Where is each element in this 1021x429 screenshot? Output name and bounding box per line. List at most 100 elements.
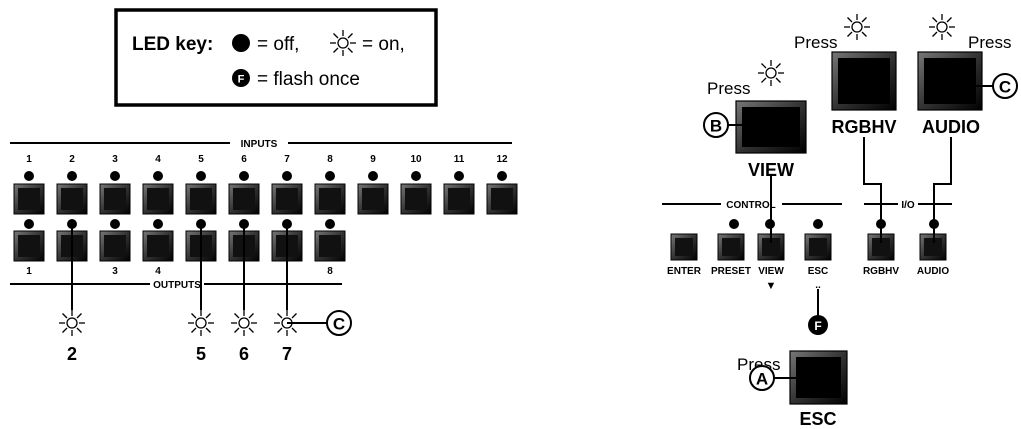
led-flash-icon [232, 69, 250, 87]
input-number: 1 [26, 154, 32, 165]
view-lit-icon [757, 59, 785, 87]
callout-a [749, 365, 775, 391]
audio-label: AUDIO [917, 266, 949, 277]
input-button[interactable] [190, 188, 212, 210]
output-led [325, 219, 335, 229]
output-led [110, 219, 120, 229]
output-number: 3 [112, 266, 118, 277]
callout-c-outputs [326, 310, 352, 336]
output-led [24, 219, 34, 229]
view-button[interactable] [742, 107, 800, 147]
output-lit-icon [230, 309, 258, 337]
led-off-icon [232, 34, 250, 52]
inputs-header: INPUTS [241, 139, 278, 150]
input-led [411, 171, 421, 181]
outputs-header: OUTPUTS [153, 280, 201, 291]
input-number: 3 [112, 154, 118, 165]
input-led [67, 171, 77, 181]
output-number: 1 [26, 266, 32, 277]
input-number: 4 [155, 154, 161, 165]
led-key-legend: LED key: = off, = on, F = flash once [114, 8, 438, 107]
output-number: 4 [155, 266, 161, 277]
callout-b [703, 112, 729, 138]
input-button[interactable] [104, 188, 126, 210]
input-button[interactable] [61, 188, 83, 210]
output-lit-icon [58, 309, 86, 337]
lit-output-number: 5 [196, 344, 206, 364]
preset-button[interactable] [722, 238, 740, 256]
audio-button[interactable] [924, 58, 976, 104]
rgbhv-press-text: Press [794, 33, 837, 52]
led-on-label: = on, [362, 34, 405, 55]
output-button[interactable] [18, 235, 40, 257]
input-number: 5 [198, 154, 204, 165]
input-number: 7 [284, 154, 290, 165]
rgbhv-label: RGBHV [863, 266, 899, 277]
audio-press-text: Press [968, 33, 1011, 52]
input-button[interactable] [147, 188, 169, 210]
output-number: 8 [327, 266, 333, 277]
output-button[interactable] [104, 235, 126, 257]
callout-c-audio [992, 73, 1018, 99]
input-number: 6 [241, 154, 247, 165]
preset-label: PRESET [711, 266, 751, 277]
input-number: 11 [454, 154, 465, 165]
input-button[interactable] [276, 188, 298, 210]
callout-c-audio-letter: C [999, 78, 1011, 97]
output-led [153, 219, 163, 229]
esc-label: ESC [808, 266, 829, 277]
input-button[interactable] [448, 188, 470, 210]
input-number: 12 [496, 154, 508, 165]
input-led [24, 171, 34, 181]
rgbhv-button-label: RGBHV [831, 117, 896, 137]
input-button[interactable] [18, 188, 40, 210]
output-lit-icon [187, 309, 215, 337]
input-led [239, 171, 249, 181]
rgbhv-lit-icon [843, 13, 871, 41]
audio-button-small[interactable] [924, 238, 942, 256]
output-button[interactable] [319, 235, 341, 257]
callout-c-outputs-letter: C [333, 315, 345, 334]
view-button-small[interactable] [762, 238, 780, 256]
view-button-label: VIEW [748, 160, 794, 180]
lit-output-number: 2 [67, 344, 77, 364]
input-number: 2 [69, 154, 75, 165]
input-led [196, 171, 206, 181]
enter-button[interactable] [675, 238, 693, 256]
input-button[interactable] [405, 188, 427, 210]
enter-label: ENTER [667, 266, 702, 277]
output-button[interactable] [147, 235, 169, 257]
input-led [325, 171, 335, 181]
esc-flash-icon [808, 315, 828, 335]
input-number: 10 [410, 154, 422, 165]
esc-button-small[interactable] [809, 238, 827, 256]
view-press-text: Press [707, 79, 750, 98]
rgbhv-button-small[interactable] [872, 238, 890, 256]
esc-sub-dots: .. [815, 280, 821, 291]
esc-led [813, 219, 823, 229]
rgbhv-button[interactable] [838, 58, 890, 104]
audio-lit-icon [928, 13, 956, 41]
input-button[interactable] [233, 188, 255, 210]
input-button[interactable] [319, 188, 341, 210]
input-button[interactable] [491, 188, 513, 210]
input-number: 8 [327, 154, 333, 165]
led-flash-label: = flash once [257, 69, 360, 90]
io-header: I/O [901, 200, 915, 211]
control-header: CONTROL [726, 200, 775, 211]
esc-button-label: ESC [799, 409, 836, 429]
callout-a-letter: A [756, 370, 768, 389]
preset-led [729, 219, 739, 229]
led-flash-icon-letter: F [238, 74, 245, 86]
view-down-arrow-icon: ▼ [766, 280, 777, 292]
input-led [110, 171, 120, 181]
lit-output-number: 7 [282, 344, 292, 364]
input-led [153, 171, 163, 181]
led-key-title: LED key: [132, 34, 213, 55]
input-led [454, 171, 464, 181]
lit-output-number: 6 [239, 344, 249, 364]
input-button[interactable] [362, 188, 384, 210]
led-on-icon [329, 29, 357, 57]
